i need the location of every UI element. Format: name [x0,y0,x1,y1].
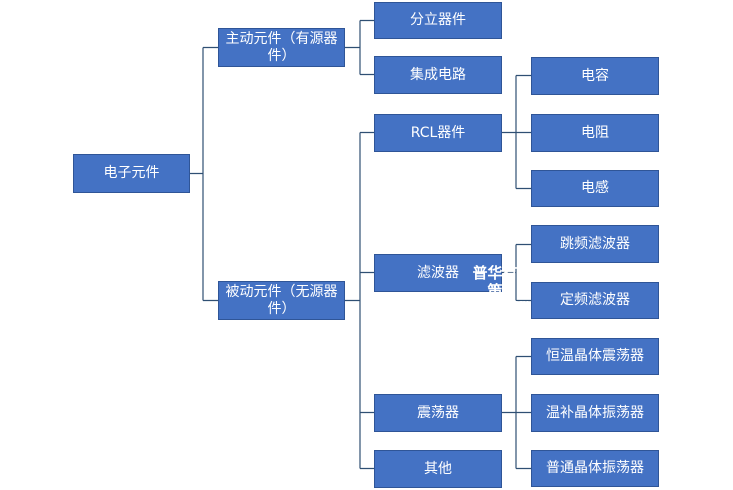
node-label: 电子元件 [103,165,160,181]
node-label: 分立器件 [410,12,466,28]
node-discrete-devices: 分立器件 [374,2,502,39]
node-label: 跳频滤波器 [560,235,630,252]
node-resistor: 电阻 [531,114,659,152]
node-inductor: 电感 [531,170,659,207]
connector-oscillator [502,355,531,470]
node-fixed-frequency-filter: 定频滤波器 [531,282,659,319]
connector-root [190,46,218,302]
node-label: 滤波器 [417,264,459,281]
node-rcl: RCL器件 [374,114,502,152]
node-label: 电感 [581,180,609,196]
connector-active [345,19,374,76]
node-label: 普通晶体振荡器 [546,460,644,476]
connector-rcl [502,74,531,190]
node-root: 电子元件 [73,154,190,193]
node-other: 其他 [374,450,502,488]
node-label: 定频滤波器 [560,292,630,308]
node-capacitor: 电容 [531,57,659,95]
node-ocxo: 恒温晶体震荡器 [531,338,659,375]
node-label: 震荡器 [417,404,459,421]
node-label: 主动元件（有源器件） [225,30,338,64]
node-label: 集成电路 [410,66,466,83]
connector-filter [502,243,531,302]
node-label: 电阻 [581,124,609,141]
node-active: 主动元件（有源器件） [218,28,345,67]
connector-passive [345,131,374,470]
node-tcxo: 温补晶体振荡器 [531,394,659,432]
node-oscillator: 震荡器 [374,394,502,432]
node-crystal-oscillator: 普通晶体振荡器 [531,450,659,487]
node-label: 电容 [581,67,609,84]
node-label: 温补晶体振荡器 [546,404,644,421]
node-passive: 被动元件（无源器件） [218,281,345,320]
node-label: 其他 [424,460,452,477]
node-filter: 滤波器 [374,254,502,292]
node-label: RCL器件 [410,124,466,141]
node-integrated-circuit: 集成电路 [374,56,502,94]
node-label: 恒温晶体震荡器 [546,348,644,364]
node-frequency-hopping-filter: 跳频滤波器 [531,225,659,263]
node-label: 被动元件（无源器件） [225,283,338,317]
